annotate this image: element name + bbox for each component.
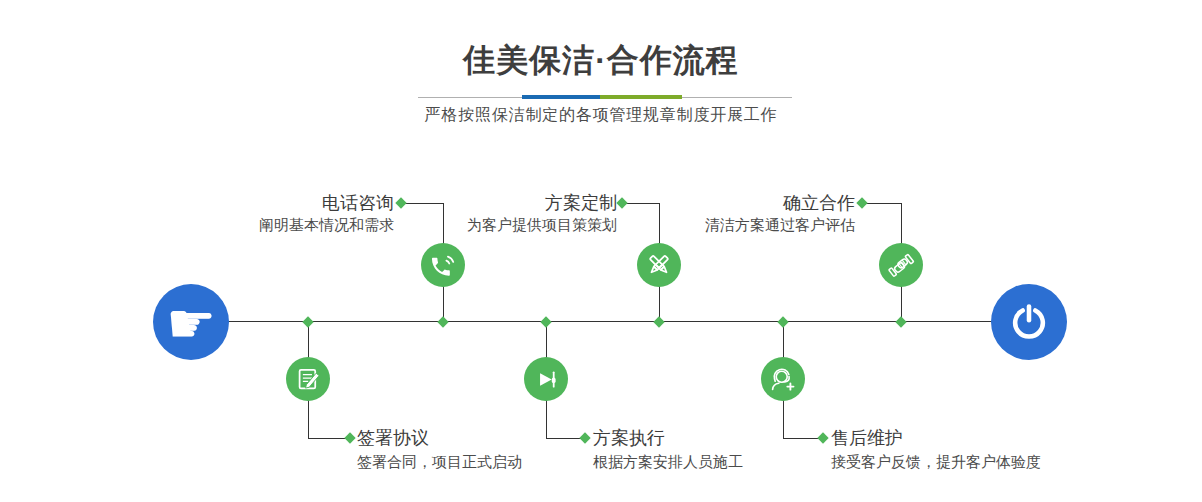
step-label-plan-execute: 方案执行 根据方案安排人员施工 <box>593 429 743 470</box>
label-diamond <box>616 197 627 208</box>
step-icon-circle <box>421 243 465 287</box>
step-title: 售后维护 <box>831 429 1041 447</box>
title-divider-green-segment <box>600 95 682 99</box>
headset-support-icon <box>769 365 797 393</box>
step-title: 方案定制 <box>467 194 617 212</box>
junction-diamond <box>540 316 551 327</box>
step-label-aftersales-maintain: 售后维护 接受客户反馈，提升客户体验度 <box>831 429 1041 470</box>
connector-line <box>622 203 659 204</box>
connector-line <box>862 203 901 204</box>
junction-diamond <box>302 316 313 327</box>
step-label-establish-cooperation: 确立合作 清洁方案通过客户评估 <box>705 194 855 233</box>
step-description: 根据方案安排人员施工 <box>593 454 743 470</box>
play-execute-icon <box>533 366 560 393</box>
step-description: 接受客户反馈，提升客户体验度 <box>831 454 1041 470</box>
step-icon-circle <box>286 357 330 401</box>
pointing-hand-icon: ☛ <box>166 296 216 352</box>
sign-document-icon <box>294 365 322 393</box>
label-diamond <box>579 432 590 443</box>
step-description: 阐明基本情况和需求 <box>259 217 394 233</box>
step-icon-circle <box>761 357 805 401</box>
step-title: 签署协议 <box>357 429 522 447</box>
step-icon-circle <box>879 243 923 287</box>
step-description: 清洁方案通过客户评估 <box>705 217 855 233</box>
step-label-phone-consult: 电话咨询 阐明基本情况和需求 <box>259 194 394 233</box>
page-title: 佳美保洁·合作流程 <box>0 39 1202 83</box>
step-description: 为客户提供项目策策划 <box>467 217 617 233</box>
step-icon-circle <box>524 357 568 401</box>
junction-diamond <box>437 316 448 327</box>
step-label-sign-agreement: 签署协议 签署合同，项目正式启动 <box>357 429 522 470</box>
label-diamond <box>344 432 355 443</box>
phone-icon <box>429 251 457 279</box>
handshake-icon <box>887 251 915 279</box>
connector-line <box>401 203 443 204</box>
power-icon <box>1008 301 1050 343</box>
label-diamond <box>395 197 406 208</box>
junction-diamond <box>777 316 788 327</box>
design-tools-icon <box>645 251 673 279</box>
step-icon-circle <box>637 243 681 287</box>
step-label-plan-customize: 方案定制 为客户提供项目策策划 <box>467 194 617 233</box>
junction-diamond <box>653 316 664 327</box>
step-title: 确立合作 <box>705 194 855 212</box>
title-divider-blue-segment <box>522 95 600 99</box>
label-diamond <box>817 432 828 443</box>
step-description: 签署合同，项目正式启动 <box>357 454 522 470</box>
step-title: 方案执行 <box>593 429 743 447</box>
end-node <box>991 284 1067 360</box>
start-node: ☛ <box>153 284 229 360</box>
page-subtitle: 严格按照保洁制定的各项管理规章制度开展工作 <box>0 105 1202 126</box>
junction-diamond <box>895 316 906 327</box>
label-diamond <box>856 197 867 208</box>
step-title: 电话咨询 <box>259 194 394 212</box>
